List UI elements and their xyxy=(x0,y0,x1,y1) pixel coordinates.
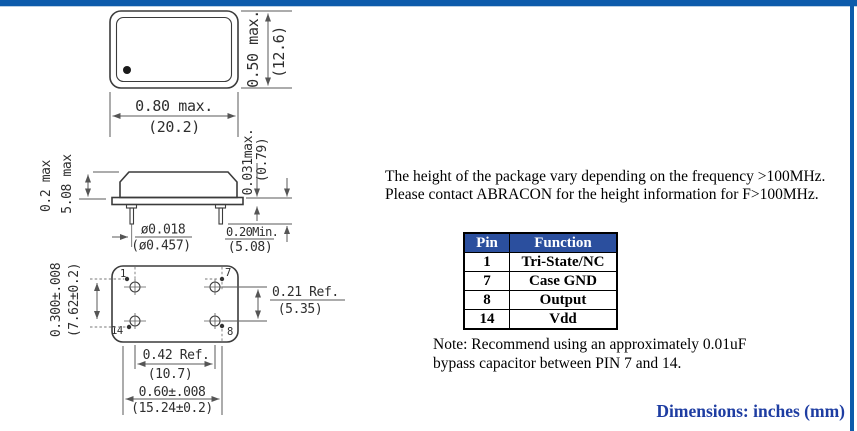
hole-pitch-mm: (10.7) xyxy=(148,367,193,382)
side-view-body-height-inches: 5.08 max xyxy=(60,154,75,214)
pin-14-dot xyxy=(126,324,132,330)
bypass-capacitor-note: Note: Recommend using an approximately 0… xyxy=(433,336,746,373)
function-cell: Output xyxy=(509,290,618,310)
pin-cell: 7 xyxy=(463,271,510,291)
top-view-height-inches: 0.50 max. xyxy=(244,10,262,88)
pin-cell: 1 xyxy=(463,252,510,272)
pin-cell: 8 xyxy=(463,290,510,310)
table-row: 7 Case GND xyxy=(463,271,618,291)
pin-7-dot xyxy=(219,276,225,282)
pin-8-dot xyxy=(219,323,225,329)
dimensions-units-label: Dimensions: inches (mm) xyxy=(656,401,845,421)
hole-row-inches: 0.21 Ref. xyxy=(272,285,339,300)
top-view-width-mm: (20.2) xyxy=(148,118,200,136)
mounting-holes xyxy=(124,279,226,329)
function-column-header: Function xyxy=(509,232,618,253)
table-row: 8 Output xyxy=(463,290,618,310)
lead-diameter-inches: ø0.018 xyxy=(141,223,186,238)
hole-row-mm: (5.35) xyxy=(278,302,323,317)
height-note-line1: The height of the package vary depending… xyxy=(385,168,826,185)
lead-length-mm: (5.08) xyxy=(228,240,273,255)
pin-1-indicator-dot xyxy=(123,66,131,74)
height-note: The height of the package vary depending… xyxy=(385,168,825,204)
bottom-outline xyxy=(111,265,239,343)
table-header-row: Pin Function xyxy=(463,232,618,253)
package-outline xyxy=(109,10,239,89)
top-view-width-inches: 0.80 max. xyxy=(135,97,213,115)
table-row: 1 Tri-State/NC xyxy=(463,252,618,272)
top-accent-bar xyxy=(0,0,857,7)
package-base-plate xyxy=(111,196,244,206)
function-cell: Case GND xyxy=(509,271,618,291)
pin-1-dot xyxy=(124,276,130,282)
function-cell: Vdd xyxy=(509,309,618,330)
lead-length-inches: 0.20Min. xyxy=(226,225,278,239)
pin-7-label: 7 xyxy=(225,267,231,279)
base-thickness-inches: 0.031max. xyxy=(241,129,256,196)
height-note-line2: Please contact ABRACON for the height in… xyxy=(385,186,819,203)
package-lid-outline xyxy=(115,16,233,83)
row-pitch-mm: (7.62±0.2) xyxy=(67,263,82,337)
right-accent-border xyxy=(850,0,854,431)
lead-span-inches: 0.60±.008 xyxy=(139,385,206,400)
package-can-outline xyxy=(119,171,238,199)
lead-left xyxy=(129,207,135,225)
pin-function-table: Pin Function 1 Tri-State/NC 7 Case GND 8… xyxy=(463,232,618,330)
pin-cell: 14 xyxy=(463,309,510,330)
side-view: 0.2 max 5.08 max 0.031max. (0.79) 0.20Mi… xyxy=(39,129,292,255)
pin-1-label: 1 xyxy=(120,268,126,280)
base-thickness-mm: (0.79) xyxy=(255,138,270,183)
side-view-standoff-inches: 0.2 max xyxy=(39,159,54,212)
row-pitch-inches: 0.300±.008 xyxy=(49,263,64,337)
hole-pitch-inches: 0.42 Ref. xyxy=(143,348,210,363)
bypass-note-line1: Note: Recommend using an approximately 0… xyxy=(433,336,747,353)
lead-span-mm: (15.24±0.2) xyxy=(131,401,213,416)
pin-column-header: Pin xyxy=(463,232,510,253)
package-drawing: 0.50 max. (12.6) 0.80 max. (20.2) 0.2 ma… xyxy=(39,10,345,416)
bottom-view: 1 7 14 8 0.300±.008 (7.62±0.2) 0.21 Ref.… xyxy=(49,263,345,416)
table-row: 14 Vdd xyxy=(463,309,618,330)
pin-8-label: 8 xyxy=(227,326,233,338)
pin-14-label: 14 xyxy=(111,325,123,337)
lead-right xyxy=(218,207,224,225)
function-cell: Tri-State/NC xyxy=(509,252,618,272)
lead-diameter-mm: (ø0.457) xyxy=(131,239,190,254)
top-view: 0.50 max. (12.6) 0.80 max. (20.2) xyxy=(109,10,292,137)
bypass-note-line2: bypass capacitor between PIN 7 and 14. xyxy=(433,354,682,372)
top-view-height-mm: (12.6) xyxy=(270,26,288,78)
